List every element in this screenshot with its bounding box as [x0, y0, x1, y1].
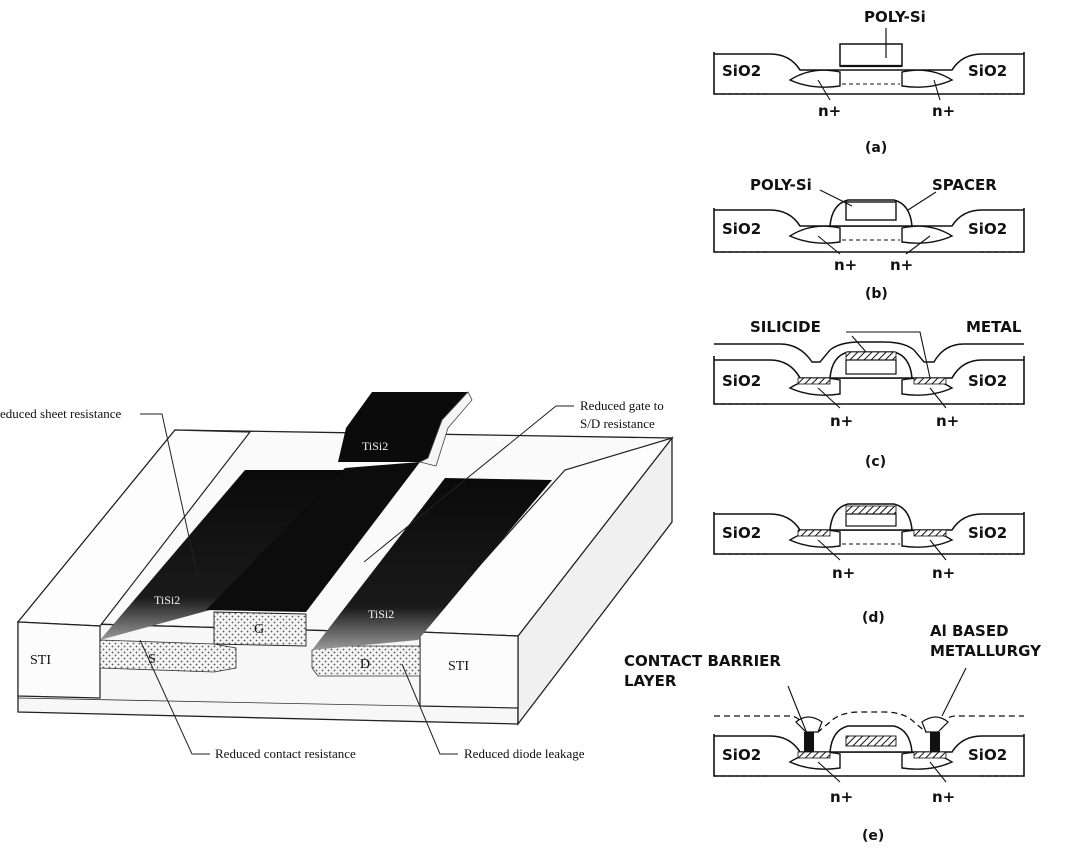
panel-e-n-right: n+	[932, 788, 955, 806]
tisi2-gate-label: TiSi2	[362, 439, 388, 453]
gate-contact-pad	[338, 392, 468, 462]
drain-label: D	[360, 657, 370, 672]
panel-c-n-right: n+	[936, 412, 959, 430]
silicide-source-band	[100, 470, 345, 640]
silicide-drain-band	[312, 478, 552, 650]
panel-b-n-right: n+	[890, 256, 913, 274]
diode-leakage-callout: Reduced diode leakage	[464, 746, 585, 761]
source-label: S	[148, 652, 156, 667]
gate-top-silicide	[206, 462, 420, 612]
panel-a-caption: (a)	[865, 140, 887, 156]
process-panels: POLY-Si SiO2 SiO2 n+ n+ (a) POLY-Si SPAC…	[624, 8, 1042, 844]
sheet-resistance-callout: educed sheet resistance	[0, 406, 122, 421]
source-region	[99, 639, 237, 673]
panel-d-caption: (d)	[862, 610, 885, 626]
sti-right-block-front	[419, 631, 519, 709]
sti-left-block-front	[17, 621, 101, 699]
panel-b-n-left: n+	[834, 256, 857, 274]
panel-e-oxide-left: SiO2	[722, 746, 761, 764]
panel-e-n-left: n+	[830, 788, 853, 806]
tisi2-source-label: TiSi2	[154, 593, 180, 607]
panel-e-oxide-right: SiO2	[968, 746, 1007, 764]
tisi2-drain-label: TiSi2	[368, 607, 394, 621]
panel-a-oxide-right: SiO2	[968, 62, 1007, 80]
panel-e-metallurgy-label-line1: Al BASED	[930, 622, 1009, 640]
panel-c-silicide-label: SILICIDE	[750, 318, 821, 336]
panel-b-oxide-right: SiO2	[968, 220, 1007, 238]
panel-d: SiO2 SiO2 n+ n+ (d)	[713, 503, 1025, 626]
sti-left-label: STI	[30, 653, 51, 668]
panel-c: SILICIDE METAL SiO2 SiO2 n+ n+ (c)	[713, 318, 1025, 470]
panel-b-caption: (b)	[865, 286, 888, 302]
panel-e-metallurgy-label-line2: METALLURGY	[930, 642, 1042, 660]
contact-resistance-callout: Reduced contact resistance	[215, 746, 356, 761]
gate-sd-callout-line1: Reduced gate to	[580, 398, 664, 413]
panel-a-poly-label: POLY-Si	[864, 8, 926, 26]
panel-c-oxide-right: SiO2	[968, 372, 1007, 390]
panel-c-metal-label: METAL	[966, 318, 1022, 336]
panel-d-n-right: n+	[932, 564, 955, 582]
panel-d-oxide-right: SiO2	[968, 524, 1007, 542]
panel-c-caption: (c)	[865, 454, 886, 470]
panel-a-oxide-left: SiO2	[722, 62, 761, 80]
panel-c-n-left: n+	[830, 412, 853, 430]
mosfet-3d-figure: STI STI S G D TiSi2 TiSi2 TiSi2 educed s…	[0, 391, 674, 761]
panel-e-barrier-label-line2: LAYER	[624, 672, 677, 690]
panel-a-n-right: n+	[932, 102, 955, 120]
contact-resistance-leader	[139, 639, 210, 755]
panel-d-oxide-left: SiO2	[722, 524, 761, 542]
panel-d-n-left: n+	[832, 564, 855, 582]
panel-c-oxide-left: SiO2	[722, 372, 761, 390]
gate-sd-leader	[363, 405, 574, 563]
panel-b-oxide-left: SiO2	[722, 220, 761, 238]
panel-a-n-left: n+	[818, 102, 841, 120]
panel-e-caption: (e)	[862, 828, 884, 844]
panel-b: POLY-Si SPACER SiO2 SiO2 n+ n+ (b)	[713, 176, 1025, 302]
panel-e: CONTACT BARRIER LAYER Al BASED METALLURG…	[624, 622, 1042, 844]
sti-right-label: STI	[448, 659, 469, 674]
panel-b-spacer-label: SPACER	[932, 176, 997, 194]
panel-e-barrier-label-line1: CONTACT BARRIER	[624, 652, 781, 670]
diode-leakage-leader	[401, 663, 458, 755]
sheet-resistance-leader	[140, 413, 199, 579]
gate-label: G	[254, 622, 264, 637]
gate-sd-callout-line2: S/D resistance	[580, 416, 655, 431]
panel-a: POLY-Si SiO2 SiO2 n+ n+ (a)	[713, 8, 1025, 156]
gate-poly-front	[213, 611, 307, 647]
panel-b-poly-label: POLY-Si	[750, 176, 812, 194]
